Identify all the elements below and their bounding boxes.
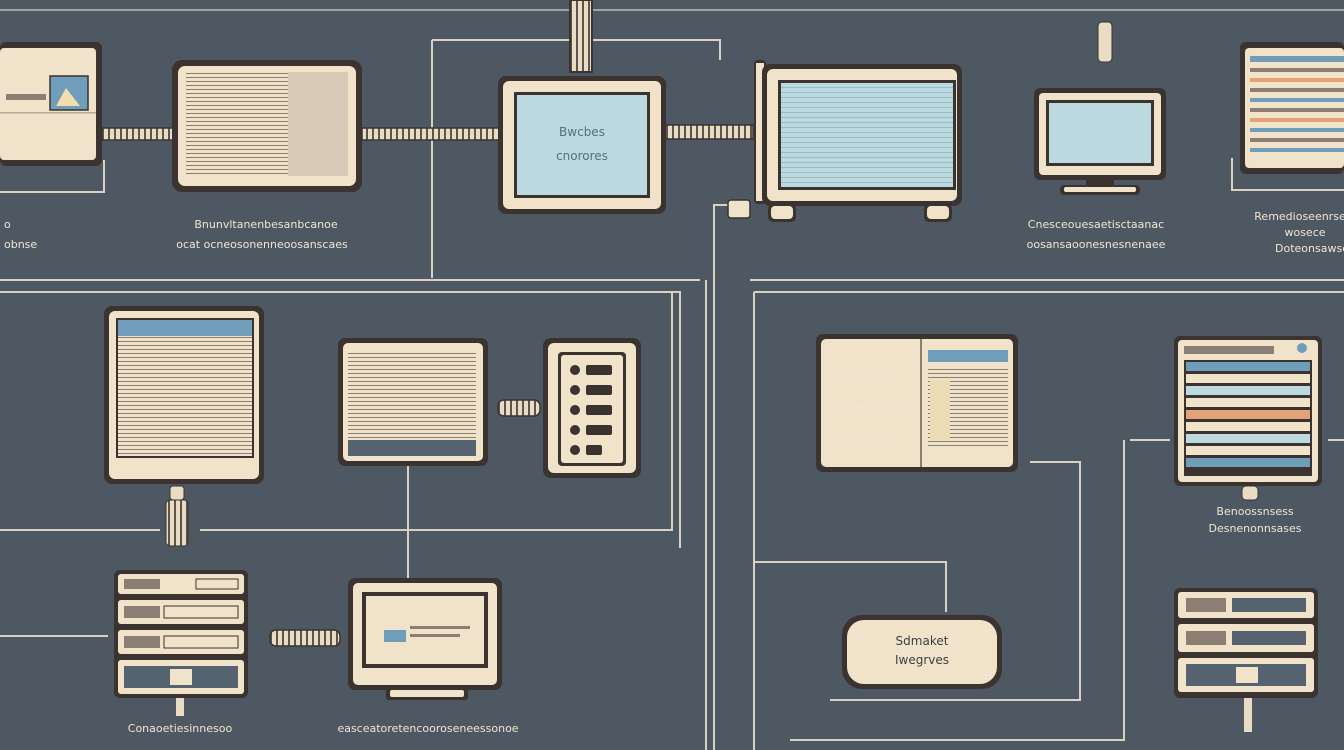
label-top-left-2-line1: Sacaboe	[4, 216, 51, 229]
connector-plug-2	[269, 629, 341, 647]
monitor-icon: Bwcbes cnorores	[498, 76, 666, 214]
panel-row-1: Ooeesoee	[834, 373, 889, 386]
cable-2	[361, 127, 501, 141]
connector-plug	[497, 399, 541, 417]
label-top-left-3-line2: ocat ocneosonenneoosanscaes	[176, 238, 348, 251]
switch-panel-icon	[543, 338, 641, 478]
cable-1	[101, 127, 175, 141]
label-top-right-1-line1: Cnesceouesaetisctaanac	[1028, 218, 1164, 231]
document-monitor-icon	[338, 338, 488, 466]
tall-monitor-icon	[104, 306, 264, 547]
server-rack-icon	[114, 570, 248, 716]
pill-node: Sdmaket Iwegrves	[842, 615, 1002, 689]
window-top-left	[0, 42, 102, 166]
label-top-right-2-line2: wosece	[1284, 226, 1325, 239]
bottom-monitor-icon	[348, 578, 502, 700]
center-monitor-line-2: cnorores	[556, 149, 608, 163]
list-window-right	[1174, 336, 1322, 501]
label-bottom-right-line1: Benoossnsess	[1216, 505, 1293, 518]
label-top-left-1: o	[4, 218, 11, 231]
label-bottom-left: Conaoetiesinnesoo	[128, 722, 233, 735]
server-unit-icon	[1174, 588, 1318, 732]
label-bottom-right-line2: Desnenonnsases	[1208, 522, 1301, 535]
content-panel-window: Ooeesoee Deseneeoeas Deeeoeas	[816, 334, 1018, 472]
center-monitor-line-1: Bwcbes	[559, 125, 605, 139]
document-window-top	[172, 60, 362, 192]
cable-top	[569, 0, 593, 73]
cable-3	[664, 124, 754, 140]
label-top-right-2-line3: Doteonsawse	[1275, 242, 1344, 255]
connector-lines	[0, 9, 1344, 750]
label-top-right-1-line2: oosansaoonesnesnenaee	[1027, 238, 1166, 251]
label-top-left-2: obnse	[4, 238, 37, 251]
list-window-top-right	[1240, 42, 1344, 174]
label-bottom-mid: easceatoretencooroseneessonoe	[337, 722, 518, 735]
panel-row-2: Deseneeoeas	[834, 400, 908, 413]
panel-row-3: Deeeoeas	[834, 435, 889, 448]
pill-line-2: Iwegrves	[895, 653, 949, 667]
tv-monitor-icon	[727, 60, 962, 222]
desktop-monitor-icon	[1034, 21, 1166, 195]
pill-line-1: Sdmaket	[896, 634, 949, 648]
label-top-left-3-line1: Bnunvltanenbesanbcanoe	[194, 218, 337, 231]
label-top-right-2-line1: Remedioseenrse	[1254, 210, 1344, 223]
